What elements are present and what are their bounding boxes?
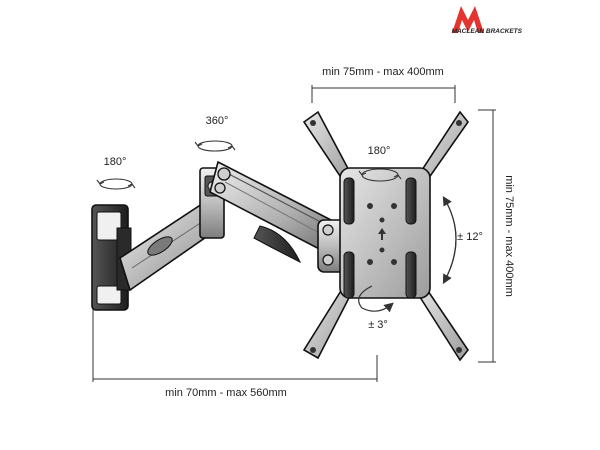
- vesa-vertical-dimension: min 75mm - max 400mm: [478, 109, 515, 363]
- plate-rotation-label: 180°: [368, 145, 391, 157]
- vesa-plate: [302, 110, 469, 362]
- arm-extension-dimension: min 70mm - max 560mm: [92, 300, 378, 399]
- arm-rotation-indicator: 360°: [194, 115, 236, 152]
- arm-extension-label: min 70mm - max 560mm: [165, 387, 287, 399]
- wall-rotation-indicator: 180°: [96, 156, 136, 190]
- wall-plate: [91, 204, 132, 311]
- vesa-vertical-label: min 75mm - max 400mm: [503, 175, 515, 297]
- brand-logo: MACLEAN BRACKETS: [452, 6, 523, 35]
- plate-rotation-indicator: 180°: [358, 145, 402, 182]
- tilt-label: ± 12°: [457, 231, 483, 243]
- swivel-label: ± 3°: [368, 319, 388, 331]
- tilt-indicator: ± 12°: [442, 195, 483, 285]
- up-arrow-icon: [378, 228, 386, 240]
- arm-rotation-label: 360°: [206, 115, 229, 127]
- vesa-horizontal-dimension: min 75mm - max 400mm: [311, 66, 456, 103]
- lower-arm: [119, 200, 224, 292]
- brand-name: MACLEAN BRACKETS: [452, 28, 523, 35]
- gas-spring-arm: [209, 160, 336, 264]
- swivel-indicator: ± 3°: [358, 285, 394, 331]
- brand-mark-icon: [452, 6, 484, 33]
- vesa-horizontal-label: min 75mm - max 400mm: [322, 66, 444, 78]
- wall-rotation-label: 180°: [104, 156, 127, 168]
